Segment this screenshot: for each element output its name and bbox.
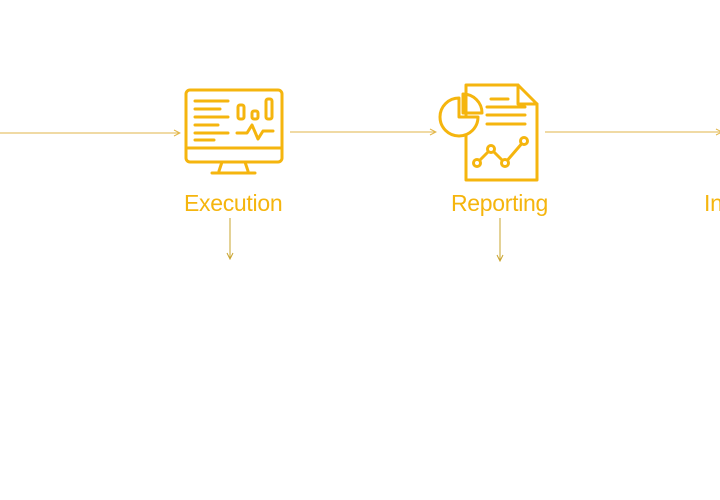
report-document-chart-icon [438, 83, 539, 182]
monitor-dashboard-icon [184, 88, 284, 175]
step-label-execution: Execution [184, 190, 283, 216]
step-label-reporting: Reporting [451, 190, 549, 216]
step-label-next-partial: In [704, 190, 720, 216]
